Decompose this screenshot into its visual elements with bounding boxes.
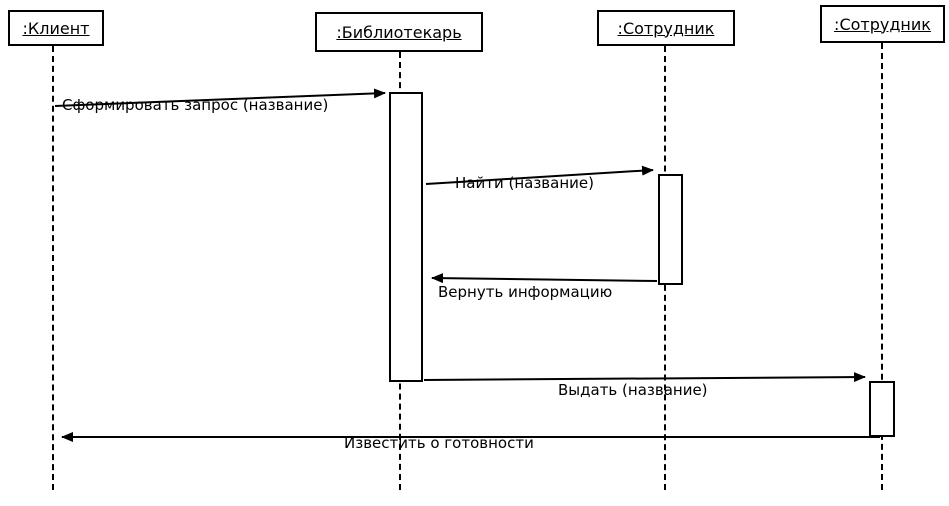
message-label-issue: Выдать (название)	[558, 381, 708, 399]
lifeline-client	[52, 46, 54, 490]
message-label-request: Сформировать запрос (название)	[62, 96, 329, 114]
activation-librarian	[389, 92, 423, 382]
actor-label-employee-2: :Сотрудник	[834, 14, 931, 34]
message-label-notify: Известить о готовности	[344, 434, 534, 452]
actor-label-employee-1: :Сотрудник	[617, 18, 715, 38]
message-arrow-return-info	[431, 273, 658, 284]
actor-box-employee-1: :Сотрудник	[597, 10, 735, 46]
message-label-return-info: Вернуть информацию	[438, 283, 613, 301]
actor-label-client: :Клиент	[22, 18, 90, 38]
lifeline-employee-2	[881, 43, 883, 490]
message-arrow-issue	[423, 372, 866, 383]
activation-employee-2	[869, 381, 895, 437]
actor-box-librarian: :Библиотекарь	[315, 12, 483, 52]
actor-box-employee-2: :Сотрудник	[820, 5, 945, 43]
actor-label-librarian: :Библиотекарь	[336, 22, 462, 42]
message-label-find: Найти (название)	[455, 174, 594, 192]
activation-employee-1	[658, 174, 683, 285]
actor-box-client: :Клиент	[8, 10, 104, 46]
